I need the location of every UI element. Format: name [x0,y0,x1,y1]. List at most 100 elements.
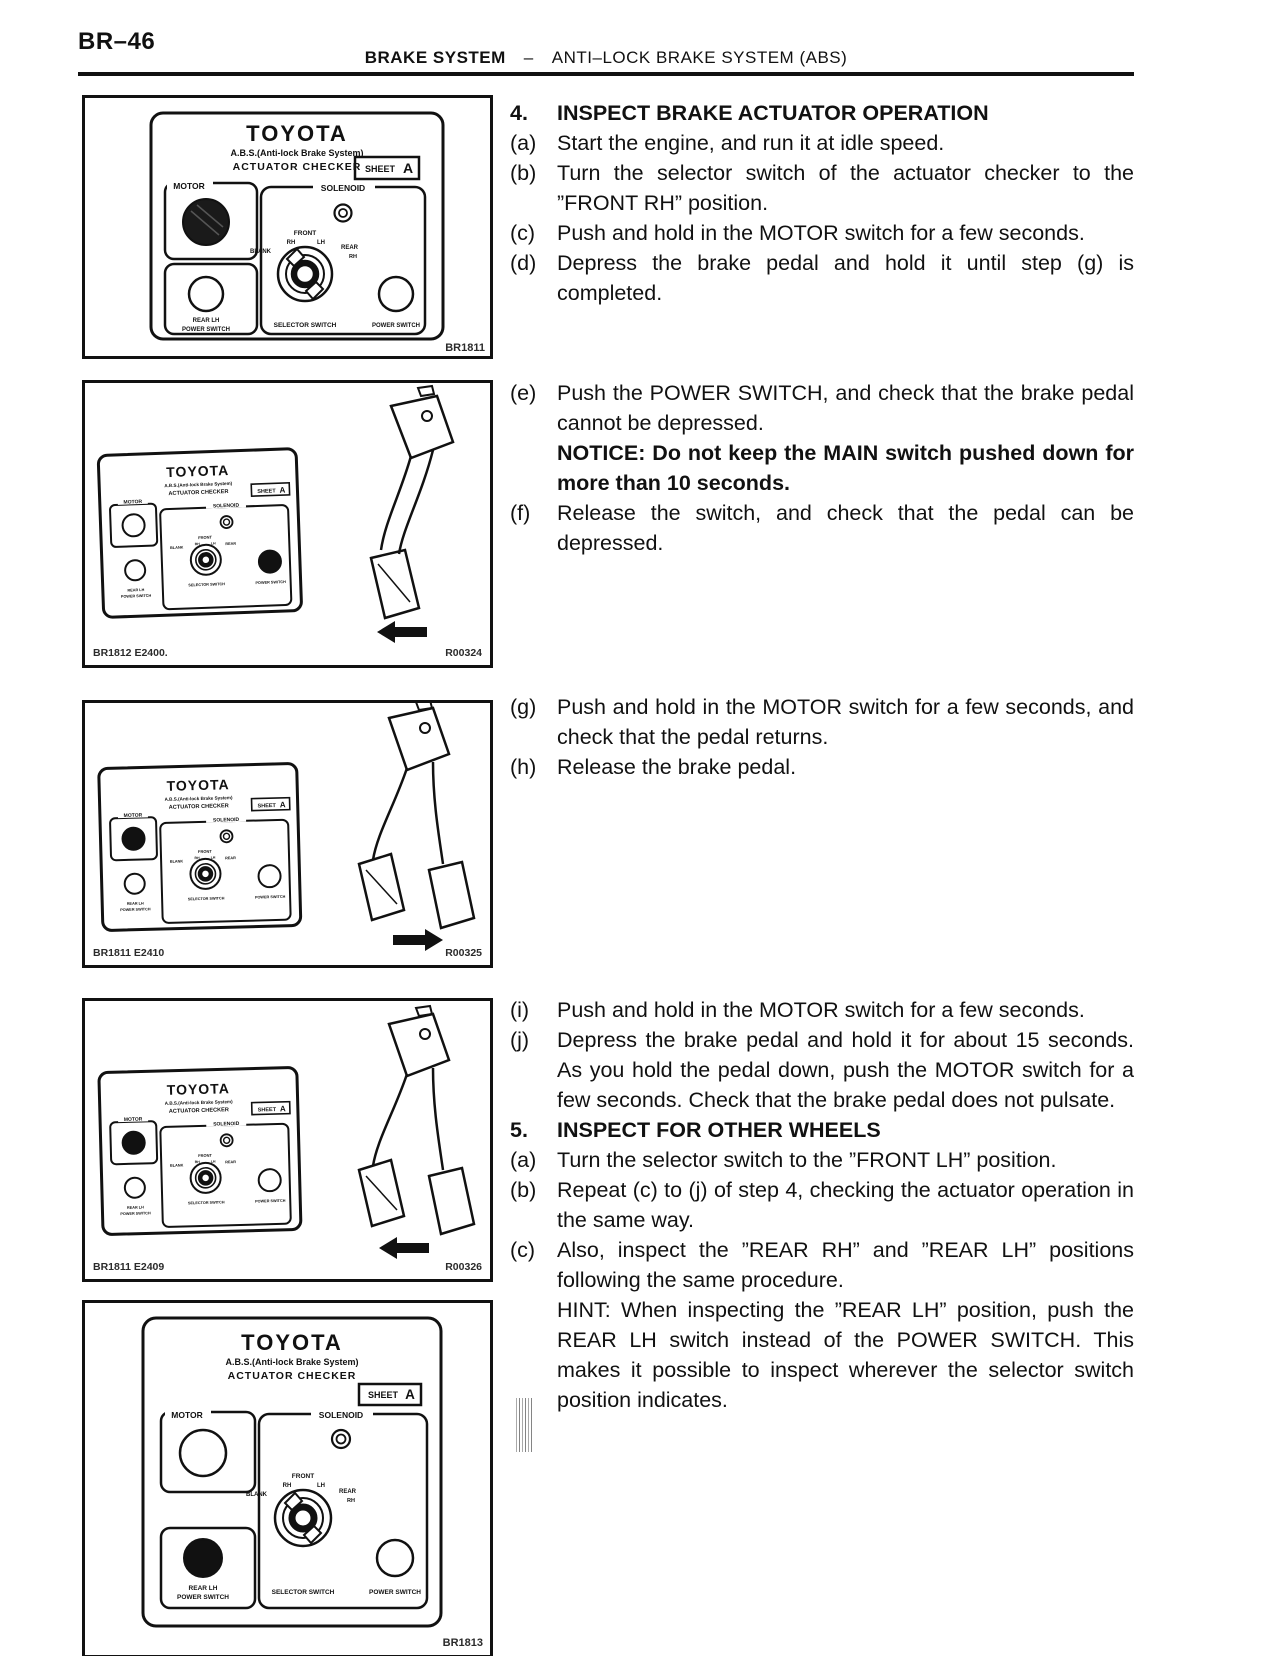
step-number: 5. [510,1118,528,1142]
step-item: (c) Also, inspect the ”REAR RH” and ”REA… [510,1235,1134,1295]
sheet-label: SHEET [257,803,276,809]
arrow-left-icon [379,1237,429,1259]
dial-lh-label: LH [211,1160,216,1164]
rear-lh-power-label: POWER SWITCH [121,594,152,599]
dial-rh-label: RH [195,1160,201,1164]
dial-rh-label: RH [287,240,296,246]
selector-dial-ring [195,549,217,571]
solenoid-indicator-inner [222,1136,231,1144]
figure-pedal-held: TOYOTA A.B.S.(Anti-lock Brake System) AC… [82,998,493,1282]
solenoid-label: SOLENOID [319,1410,363,1420]
selector-knob [197,1170,214,1186]
step-item: (i) Push and hold in the MOTOR switch fo… [510,995,1134,1025]
item-text: Turn the selector switch of the actuator… [557,161,1134,215]
rear-lh-box [159,1526,257,1610]
step4-ef-block: (e) Push the POWER SWITCH, and check tha… [510,378,1134,558]
dial-blank-label: BLANK [250,249,272,255]
sheet-letter: A [403,160,413,176]
dial-front-label: FRONT [198,1153,212,1158]
dial-front-label: FRONT [292,1473,314,1480]
item-text: Turn the selector switch to the ”FRONT L… [557,1148,1057,1172]
selector-dial-ring [194,1167,217,1189]
motor-label-bg [117,1114,149,1123]
dial-lh-label: LH [211,856,216,860]
selector-dial [189,1161,222,1194]
step4-block: 4. INSPECT BRAKE ACTUATOR OPERATION (a) … [510,98,1134,308]
sheet-a-badge [250,482,291,498]
figure-ref: R00324 [445,647,482,659]
arrow-left-icon [377,621,427,643]
brake-pedal-drawing [357,1004,476,1259]
step-item: (a) Turn the selector switch to the ”FRO… [510,1145,1134,1175]
motor-box [159,1410,257,1494]
item-text: Start the engine, and run it at idle spe… [557,131,945,155]
pedal-arm [379,455,413,551]
motor-button-hatch [196,204,224,228]
mini-checker: TOYOTA A.B.S.(Anti-lock Brake System) AC… [96,447,303,619]
figure-id: BR1812 E2400. [93,647,168,659]
motor-label-bg [117,496,148,505]
power-switch-button [377,275,415,313]
sheet-letter: A [279,485,285,494]
knob-wing [283,1491,304,1512]
rear-lh-power-label: POWER SWITCH [182,327,230,333]
checker-panel [96,447,303,619]
motor-label: MOTOR [123,499,142,506]
step-item: (d) Depress the brake pedal and hold it … [510,248,1134,308]
print-artifact [516,1398,532,1452]
power-switch-button-pressed [257,549,282,574]
rear-lh-power-switch-button [123,872,146,895]
motor-box [109,816,158,862]
rear-lh-power-switch-button [187,275,225,313]
arrow-right-icon [393,929,443,951]
dial-rear-rh-label: RH [349,254,357,260]
solenoid-indicator-inner [222,832,231,840]
dial-rear-label: REAR [225,542,236,546]
selector-knob [288,1503,318,1533]
item-label: (a) [510,131,537,155]
item-label: (c) [510,1238,536,1262]
step-item: (c) Push and hold in the MOTOR switch fo… [510,218,1134,248]
solenoid-indicator-inner [222,518,231,526]
step-item: (e) Push the POWER SWITCH, and check tha… [510,378,1134,438]
mini-checker: TOYOTA A.B.S.(Anti-lock Brake System) AC… [97,1066,303,1236]
pedal-pad [357,1158,406,1228]
figure-actuator-checker: TOYOTA A.B.S.(Anti-lock Brake System) AC… [82,95,493,359]
knob-wing [285,247,306,268]
selector-knob [290,259,320,289]
dial-blank-label: BLANK [170,1163,184,1167]
solenoid-indicator [219,829,234,844]
rear-lh-label: REAR LH [127,901,144,905]
item-label: (j) [510,1028,530,1052]
pedal-pad [369,548,421,620]
pedal-bracket-tab [416,384,436,398]
selector-switch-label: SELECTOR SWITCH [188,896,225,901]
solenoid-label-bg [205,815,247,823]
sheet-label: SHEET [258,1107,277,1113]
abs-label: A.B.S.(Anti-lock Brake System) [164,481,233,488]
knob-wing [302,1524,323,1545]
brake-pedal-drawing [369,384,455,643]
step-item: (f) Release the switch, and check that t… [510,498,1134,558]
dial-front-label: FRONT [198,849,212,854]
item-text: Also, inspect the ”REAR RH” and ”REAR LH… [557,1238,1134,1292]
figure-id: BR1811 E2410 [93,947,164,959]
item-text: Depress the brake pedal and hold it unti… [557,251,1134,305]
abs-label: A.B.S.(Anti-lock Brake System) [225,1357,358,1367]
item-label: (g) [510,695,537,719]
pedal-bracket [387,1012,451,1078]
selector-switch-label: SELECTOR SWITCH [274,322,337,329]
item-text: Push and hold in the MOTOR switch for a … [557,221,1085,245]
dial-rear-label: REAR [339,1489,357,1495]
solenoid-label-bg [205,501,247,509]
knob-wing [304,280,325,301]
selector-switch-label: SELECTOR SWITCH [188,582,225,587]
figure-id: BR1811 [445,342,485,354]
dial-rear-label: REAR [341,245,359,251]
checker-name-label: ACTUATOR CHECKER [168,489,228,497]
brand-label: TOYOTA [241,1330,343,1355]
item-label: (a) [510,1148,537,1172]
solenoid-label: SOLENOID [213,503,240,510]
motor-switch-button [121,513,146,538]
pedal-arm [431,761,445,865]
